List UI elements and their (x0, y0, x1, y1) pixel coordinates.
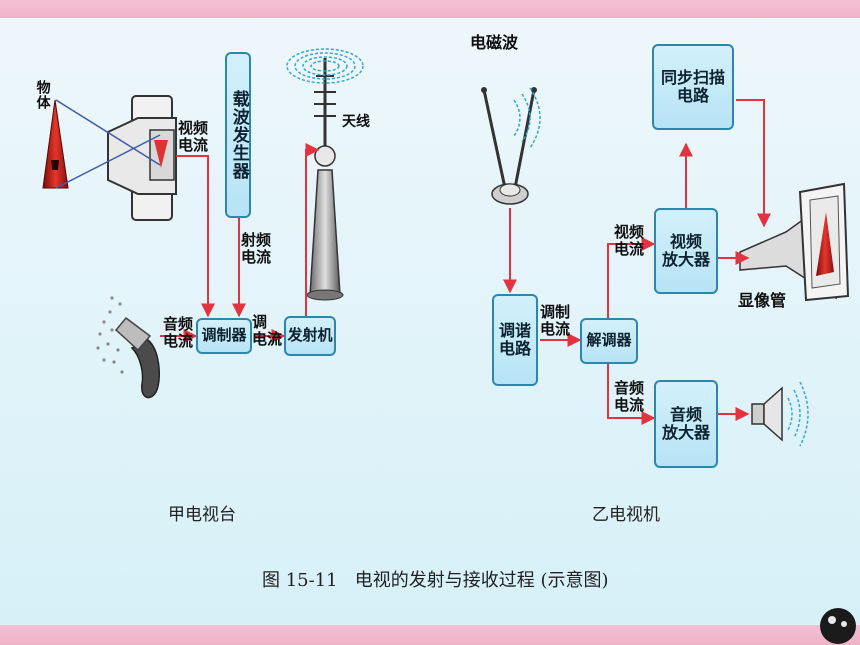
crt-label: 显像管 (738, 291, 787, 310)
receiver-caption: 乙电视机 (592, 505, 660, 525)
em-wave-label: 电磁波 (470, 33, 519, 52)
receiver-modulated-current-label: 调制 电流 (540, 303, 571, 338)
transmitter-arrows (160, 143, 320, 343)
receiver-audio-current-label: 音频 电流 (614, 379, 645, 414)
receiver-arrows (503, 99, 771, 425)
audio-amplifier-box: 音频 放大器 (654, 380, 718, 468)
receiver-video-current-label: 视频 电流 (614, 223, 645, 258)
sync-scan-circuit-box: 同步扫描 电路 (652, 44, 734, 130)
rf-current-label: 射频 电流 (241, 231, 272, 266)
object-label: 物体 (34, 80, 51, 110)
em-wave-arcs (513, 87, 541, 149)
figure-caption: 图 15-11 电视的发射与接收过程 (示意图) (262, 570, 609, 591)
modulator-box: 调制器 (196, 318, 252, 354)
light-rays (55, 99, 161, 189)
video-amplifier-box: 视频 放大器 (654, 208, 718, 294)
object-icon (42, 99, 69, 189)
antenna-label: 天线 (342, 114, 370, 130)
tv-tower-icon (306, 58, 344, 301)
receiving-antenna-icon (481, 87, 537, 205)
modulated-current-label: 调 电流 (252, 313, 283, 348)
crt-tube-icon (739, 182, 850, 302)
radio-wave-rings (286, 48, 364, 84)
demodulator-box: 解调器 (580, 318, 638, 364)
bottom-pink-bar (0, 625, 860, 645)
carrier-generator-box: 载波发生器 (225, 52, 251, 218)
transmitter-box: 发射机 (284, 316, 336, 356)
tuner-circuit-box: 调谐 电路 (492, 294, 538, 386)
speaker-icon (751, 381, 809, 447)
top-pink-bar (0, 0, 860, 18)
microphone-icon (96, 296, 161, 399)
video-current-label: 视频 电流 (178, 119, 209, 154)
camera-icon (107, 95, 177, 221)
audio-current-label: 音频 电流 (163, 315, 194, 350)
transmitter-caption: 甲电视台 (168, 505, 236, 525)
corner-decoration-icon (820, 608, 856, 644)
